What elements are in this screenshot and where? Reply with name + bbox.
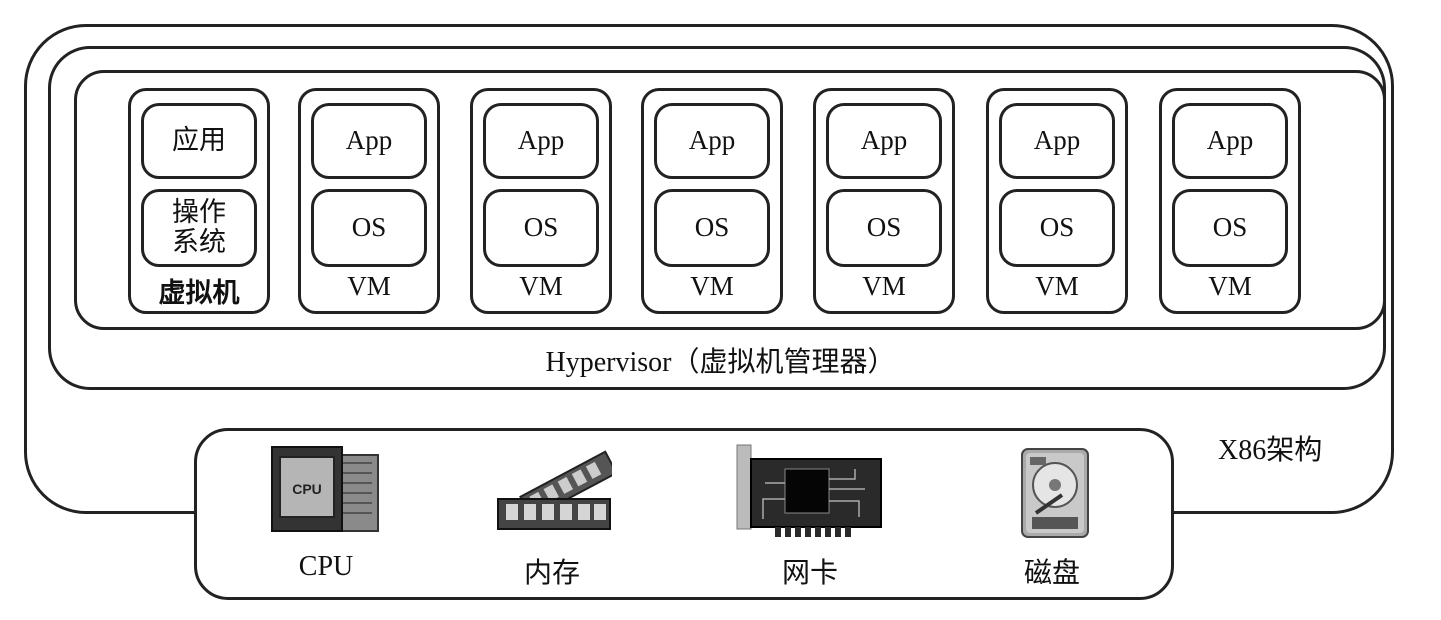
vm-app-label: App — [1033, 125, 1081, 156]
hardware-label-disk: 磁盘 — [1023, 558, 1080, 589]
cpu-icon-text: CPU — [292, 481, 322, 497]
network-card-icon — [736, 444, 882, 537]
vm-app-box: App — [654, 103, 770, 179]
vm-app-box: 应用 — [141, 103, 257, 179]
vm-app-label: App — [860, 125, 908, 156]
vm-app-box: App — [1172, 103, 1288, 179]
vm-box: App OS VM — [1159, 88, 1301, 314]
vm-box: App OS VM — [470, 88, 612, 314]
vm-app-box: App — [826, 103, 942, 179]
vm-app-box: App — [483, 103, 599, 179]
hardware-label-memory: 内存 — [523, 558, 580, 589]
hardware-item-network-card: 网卡 — [725, 443, 895, 593]
vm-os-label: OS — [694, 212, 730, 243]
vm-os-label: 操作 系统 — [172, 197, 226, 257]
memory-icon — [497, 450, 612, 530]
vm-os-box: OS — [826, 189, 942, 267]
vm-app-label: 应用 — [172, 125, 226, 156]
vm-app-label: App — [688, 125, 736, 156]
vm-os-label: OS — [351, 212, 387, 243]
vm-label: VM — [347, 271, 391, 301]
vm-label: VM — [862, 271, 906, 301]
vm-app-label: App — [1206, 125, 1254, 156]
disk-icon — [1021, 448, 1089, 538]
vm-box: App OS VM — [986, 88, 1128, 314]
hardware-item-disk: 磁盘 — [967, 443, 1137, 593]
vm-box: App OS VM — [813, 88, 955, 314]
vm-label: VM — [1035, 271, 1079, 301]
vm-label: 虚拟机 — [158, 278, 240, 308]
vm-app-label: App — [345, 125, 393, 156]
vm-os-label: OS — [1212, 212, 1248, 243]
vm-os-box: OS — [654, 189, 770, 267]
vm-os-box: OS — [999, 189, 1115, 267]
vm-os-box: OS — [311, 189, 427, 267]
vm-app-box: App — [999, 103, 1115, 179]
vm-os-label: OS — [523, 212, 559, 243]
hardware-item-cpu: CPU CPU — [241, 443, 411, 593]
hardware-label-cpu: CPU — [298, 551, 354, 582]
hardware-box: CPU CPU 内存 — [194, 428, 1174, 600]
hardware-item-memory: 内存 — [467, 443, 637, 593]
cpu-icon: CPU — [271, 446, 379, 532]
vm-label: VM — [519, 271, 563, 301]
vm-os-label: OS — [866, 212, 902, 243]
vm-app-label: App — [517, 125, 565, 156]
vm-os-label: OS — [1039, 212, 1075, 243]
vm-box: App OS VM — [298, 88, 440, 314]
vm-app-box: App — [311, 103, 427, 179]
vm-label: VM — [1208, 271, 1252, 301]
vm-os-box: OS — [483, 189, 599, 267]
hypervisor-label: Hypervisor（虚拟机管理器） — [545, 347, 896, 378]
vm-box: App OS VM — [641, 88, 783, 314]
hardware-label-network-card: 网卡 — [781, 558, 838, 589]
vm-os-box: OS — [1172, 189, 1288, 267]
architecture-label: X86架构 — [1218, 435, 1323, 466]
vm-os-box: 操作 系统 — [141, 189, 257, 267]
vm-label: VM — [690, 271, 734, 301]
vm-box: 应用 操作 系统 虚拟机 — [128, 88, 270, 314]
